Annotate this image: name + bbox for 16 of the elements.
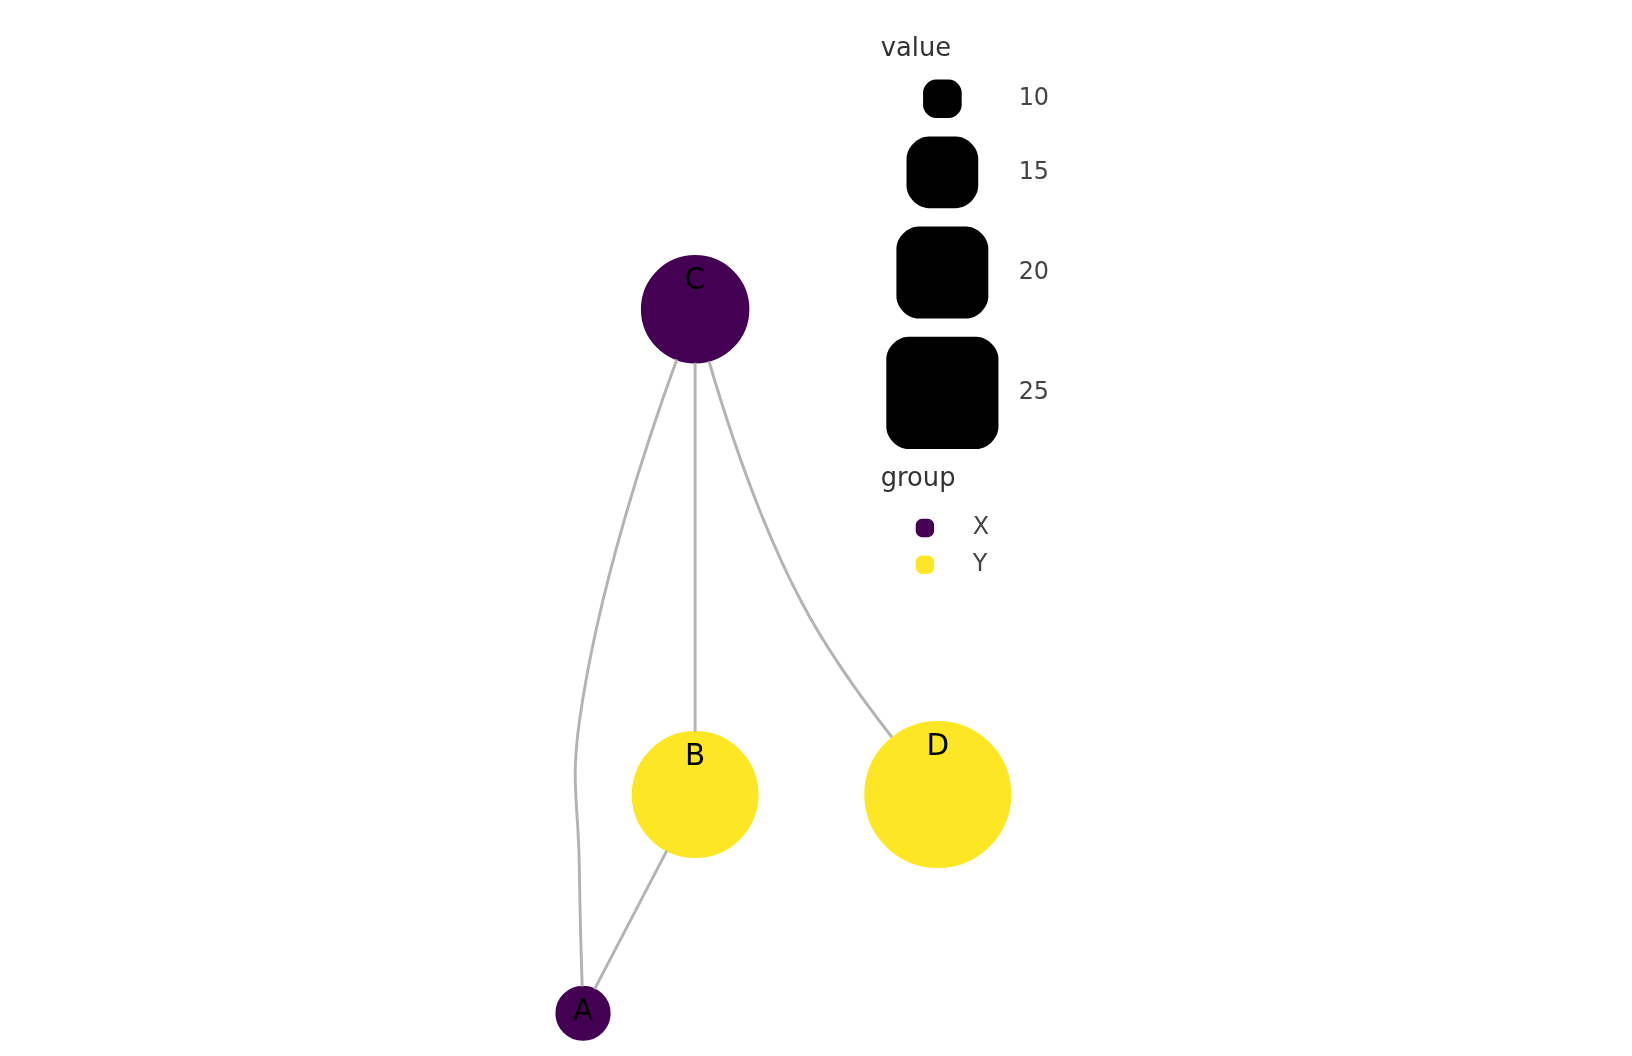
connector [573,359,679,987]
connector [693,362,697,732]
node-circle: A [555,985,611,1041]
legend-label: 25 [1018,377,1050,406]
legend-label: 20 [1018,256,1050,285]
connector [707,360,894,738]
legend-label: 15 [1018,156,1050,185]
label: group [880,462,956,493]
node-circle: D [864,721,1012,869]
legend-label: 10 [1018,83,1050,112]
connector [593,849,669,990]
legend-label: Y [972,549,988,578]
legend-label: X [972,512,990,541]
node-circle: B [631,731,759,858]
label: value [880,31,952,62]
node-circle: C [640,255,750,364]
